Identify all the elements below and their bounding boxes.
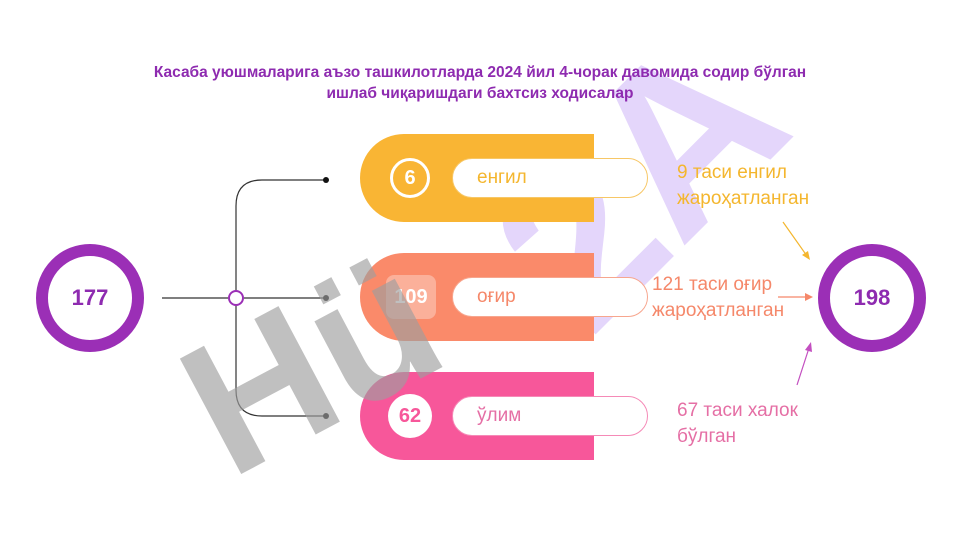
category-label-pill: енгил (452, 158, 648, 198)
category-label-pill: ўлим (452, 396, 648, 436)
page-title: Касаба уюшмаларига аъзо ташкилотларда 20… (60, 62, 900, 104)
category-label-pill: оғир (452, 277, 648, 317)
connector-dot (323, 177, 329, 183)
category-note-line-1: 9 таси енгил (677, 162, 787, 183)
category-label: ўлим (477, 405, 522, 426)
category-note-line-2: бўлган (677, 426, 737, 447)
category-note-line-1: 121 таси оғир (652, 274, 773, 295)
left-total-ring: 177 (36, 244, 144, 352)
category-value-badge: 62 (388, 394, 432, 438)
left-total-value: 177 (71, 285, 109, 310)
right-total-ring: 198 (818, 244, 926, 352)
junction-node (228, 290, 244, 306)
category-note-line-2: жароҳатланган (652, 300, 785, 321)
category-note: 9 таси енгил жароҳатланган (677, 160, 809, 212)
category-label: енгил (477, 167, 527, 188)
category-label: оғир (477, 286, 516, 307)
category-value-badge: 109 (386, 275, 436, 319)
title-line-1: Касаба уюшмаларига аъзо ташкилотларда 20… (153, 64, 807, 81)
title-line-2: ишлаб чиқаришдаги бахтсиз ходисалар (326, 85, 634, 102)
connector-dot (323, 295, 329, 301)
category-note-line-1: 67 таси халок (677, 400, 798, 421)
connector-dot (323, 413, 329, 419)
category-value-badge: 6 (390, 158, 430, 198)
category-note: 121 таси оғир жароҳатланган (652, 272, 784, 324)
category-note-line-2: жароҳатланган (677, 188, 810, 209)
category-note: 67 таси халок бўлган (677, 398, 798, 450)
right-total-value: 198 (853, 285, 891, 310)
